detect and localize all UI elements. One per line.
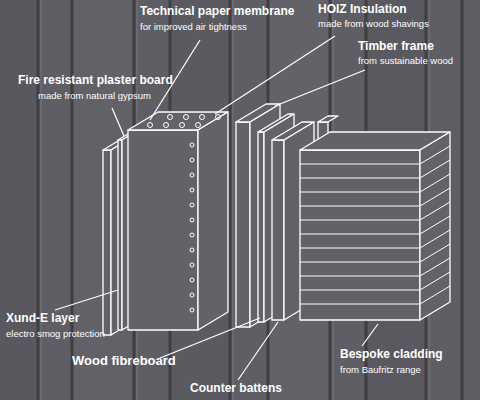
part-note: from sustainable wood [358,56,453,67]
part-note: from Baufritz range [340,365,421,376]
part-name: Bespoke cladding [340,348,443,362]
part-name: Counter battens [190,382,282,396]
part-name: Wood fibreboard [72,354,176,369]
part-note: made from wood shavings [318,19,429,30]
part-name: Timber frame [358,40,434,54]
insulation-holes [148,115,221,313]
part-name: HOIZ Insulation [318,3,407,17]
part-note: electro smog protection [6,329,105,340]
part-note: for improved air tightness [140,22,247,33]
part-name: Technical paper membrane [140,5,295,19]
part-name: Fire resistant plaster board [18,74,173,88]
part-name: Xund-E layer [6,312,79,326]
layers [103,104,450,335]
cladding-boards [300,146,450,304]
part-note: made from natural gypsum [38,91,151,102]
